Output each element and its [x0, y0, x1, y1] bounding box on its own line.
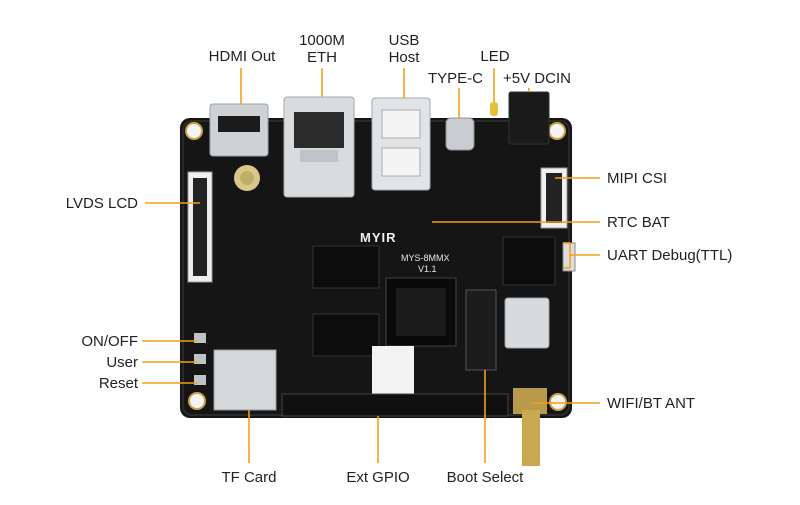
mount-hole [188, 392, 206, 410]
ram-chip [312, 245, 380, 289]
label-hdmi-out: HDMI Out [208, 48, 276, 65]
mount-hole [185, 122, 203, 140]
dc-jack [508, 91, 550, 145]
mount-hole [548, 122, 566, 140]
uart-header [562, 242, 576, 272]
typec-connector [445, 117, 475, 151]
label-mipi-csi: MIPI CSI [607, 170, 668, 187]
label-eth: 1000M ETH [299, 32, 345, 66]
label-wifi-bt-ant: WIFI/BT ANT [607, 395, 696, 412]
label-on-off: ON/OFF [81, 333, 138, 350]
label-usb-host: USB Host [388, 32, 420, 66]
mount-hole [549, 393, 567, 411]
label-type-c: TYPE-C [428, 70, 484, 87]
label-uart-debug: UART Debug(TTL) [607, 247, 733, 264]
antenna-connector [522, 410, 540, 466]
label-led: LED [480, 48, 510, 65]
label-ext-gpio: Ext GPIO [346, 469, 410, 486]
label-dcin: +5V DCIN [503, 70, 571, 87]
led [490, 102, 498, 116]
label-user: User [106, 354, 138, 371]
label-rtc-bat: RTC BAT [607, 214, 670, 231]
label-boot-select: Boot Select [446, 469, 524, 486]
label-tf-card: TF Card [221, 469, 277, 486]
ram-chip [312, 313, 380, 357]
boot-switch [465, 289, 497, 371]
antenna-base [513, 388, 547, 414]
board-version: V1.1 [418, 264, 437, 274]
reset-button [194, 375, 206, 385]
wifi-module [504, 297, 550, 349]
gpio-header [281, 393, 509, 417]
leader-lines [142, 68, 600, 463]
user-button [194, 354, 206, 364]
boot-table [372, 346, 414, 394]
onoff-button [194, 333, 206, 343]
tf-card-slot [213, 349, 277, 411]
label-lvds-lcd: LVDS LCD [65, 195, 138, 212]
board-model: MYS-8MMX [401, 253, 450, 263]
label-reset: Reset [98, 375, 138, 392]
board-logo: MYIR [360, 230, 397, 245]
uart-chip [502, 236, 556, 286]
